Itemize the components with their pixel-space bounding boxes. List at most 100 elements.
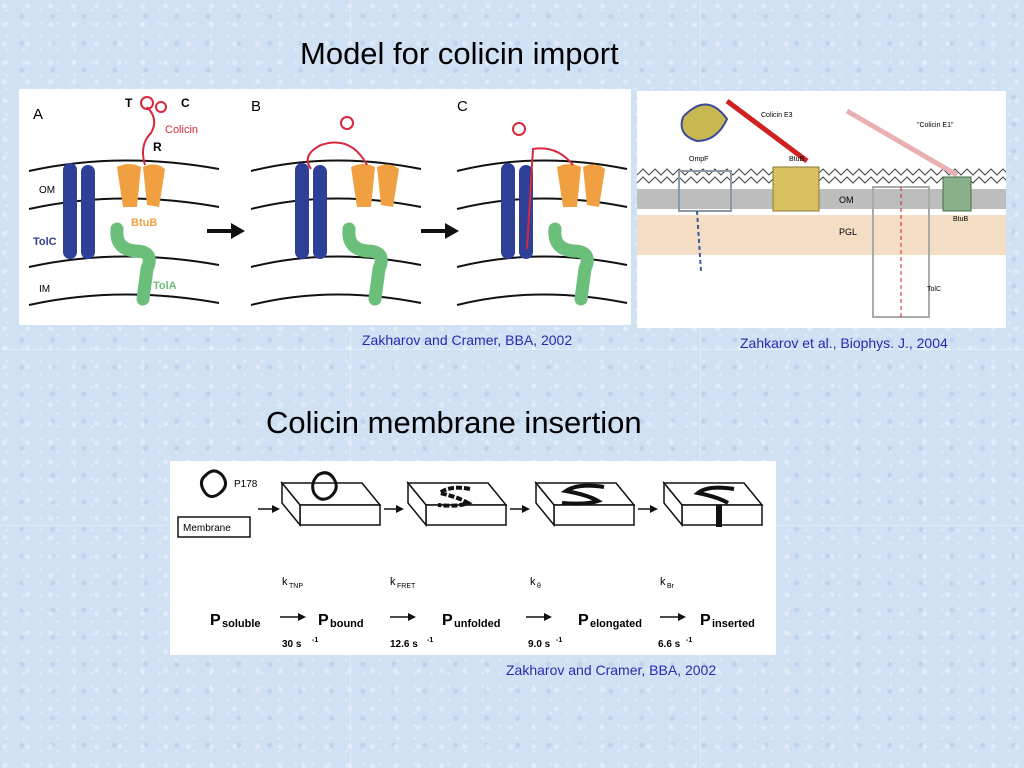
step-unfolded: P unfolded [442,612,500,630]
step-symbol: P [700,612,711,629]
step-bound: P bound [318,612,364,630]
background-line [0,349,1024,350]
label-t: T [125,96,133,110]
rate-symbol: k [530,576,536,588]
background-line [350,0,351,768]
tolc-helix [519,165,533,259]
rate-value: 12.6 s [390,639,418,650]
colicin-chain [306,141,368,170]
rate-subscript: Br [667,583,675,590]
rate-value: 9.0 s [528,639,551,650]
rate-symbol: k [282,576,288,588]
label-btub: BtuB [131,217,157,229]
tola-protein [110,222,156,306]
caption-import-model: Zakharov and Cramer, BBA, 2002 [362,332,573,348]
rate-exponent: -1 [427,637,433,644]
rate-exponent: -1 [686,637,692,644]
btub-barrel-right [942,176,972,212]
btub-barrel [772,166,820,212]
label-colicin-e1: "Colicin E1" [917,122,954,129]
ompf-barrel [678,170,732,212]
om-band [637,189,1006,209]
rate-subscript: TNP [289,583,303,590]
import-model-diagram: A OM IM TolC BtuB TolA T C R Colicin [28,96,628,306]
rate-subscript: θ [537,583,541,590]
panel-a: A OM IM TolC BtuB TolA T C R Colicin [28,96,220,306]
step-inserted: P inserted [700,612,755,630]
tola-protein [548,222,594,306]
label-colicin-e3: Colicin E3 [761,112,793,119]
btub-barrel [117,164,141,207]
label-membrane: Membrane [183,523,231,534]
colicin-e3-receptor-domain [680,103,729,143]
caption-structure: Zahkarov et al., Biophys. J., 2004 [740,335,948,351]
panel-c: C [456,98,628,306]
panel-b: B [250,98,422,306]
tola-protein [342,222,388,306]
label-c: C [181,96,190,110]
panel-label-a: A [33,106,43,123]
step-symbol: P [442,612,453,629]
panel-label-c: C [457,98,468,115]
membrane-slab [406,480,508,528]
btub-barrel [351,164,375,207]
step-elongated: P elongated [578,612,642,630]
pgl-band [637,215,1006,255]
label-btub-right: BtuB [953,216,969,223]
label-om: OM [39,185,55,196]
btub-barrel [583,164,605,207]
step-subscript: soluble [222,618,261,630]
panel-label-b: B [251,98,261,115]
membrane-slab [662,480,764,528]
label-r: R [153,140,162,154]
rate-symbol: k [390,576,396,588]
rate-exponent: -1 [312,637,318,644]
label-tolc: TolC [33,236,57,248]
rate-1: k TNP 30 s -1 [280,576,318,650]
label-ompf: OmpF [689,156,708,163]
tolc-helix [81,165,95,259]
step-subscript: bound [330,618,364,630]
rate-subscript: FRET [397,583,416,590]
step-symbol: P [210,612,221,629]
rate-symbol: k [660,576,666,588]
structure-diagram: OmpF Colicin E3 BtuB "Colicin E1" TolC B… [636,99,1022,318]
step-subscript: inserted [712,618,755,630]
label-om: OM [839,195,854,205]
btub-barrel [377,164,399,207]
structure-figure: OmpF Colicin E3 BtuB "Colicin E1" TolC B… [636,91,1022,328]
membrane-box [177,516,251,538]
background-line [700,0,701,768]
label-colicin: Colicin [165,124,198,136]
rate-3: k θ 9.0 s -1 [526,576,562,650]
label-btub: BtuB [789,156,805,163]
btub-barrel [557,164,581,207]
label-pgl: PGL [839,227,857,237]
tolc-helix [313,165,327,259]
membrane-slab [534,480,636,528]
rate-exponent: -1 [556,637,562,644]
colicin-chain [142,106,156,166]
rate-2: k FRET 12.6 s -1 [390,576,433,650]
slide-title-insertion: Colicin membrane insertion [266,405,642,440]
label-im: IM [39,284,50,295]
tolc-helix [63,163,77,259]
p178-blob [199,469,227,498]
slide-title-import: Model for colicin import [300,36,619,71]
tolc-helix [501,163,515,259]
btub-barrel [143,164,165,207]
step-symbol: P [578,612,589,629]
label-p178: P178 [234,479,258,490]
step-subscript: unfolded [454,618,500,630]
insertion-figure: P178 Membrane [170,461,776,655]
import-model-figure: A OM IM TolC BtuB TolA T C R Colicin [19,89,631,325]
rate-value: 6.6 s [658,639,681,650]
label-tola: TolA [153,280,177,292]
colicin-e3-helix [725,99,809,163]
tolc-helix [295,163,309,259]
caption-insertion: Zakharov and Cramer, BBA, 2002 [506,662,717,678]
step-soluble: P soluble [210,612,261,630]
colicin-e1-helix [845,108,959,178]
rate-4: k Br 6.6 s -1 [658,576,692,650]
step-subscript: elongated [590,618,642,630]
